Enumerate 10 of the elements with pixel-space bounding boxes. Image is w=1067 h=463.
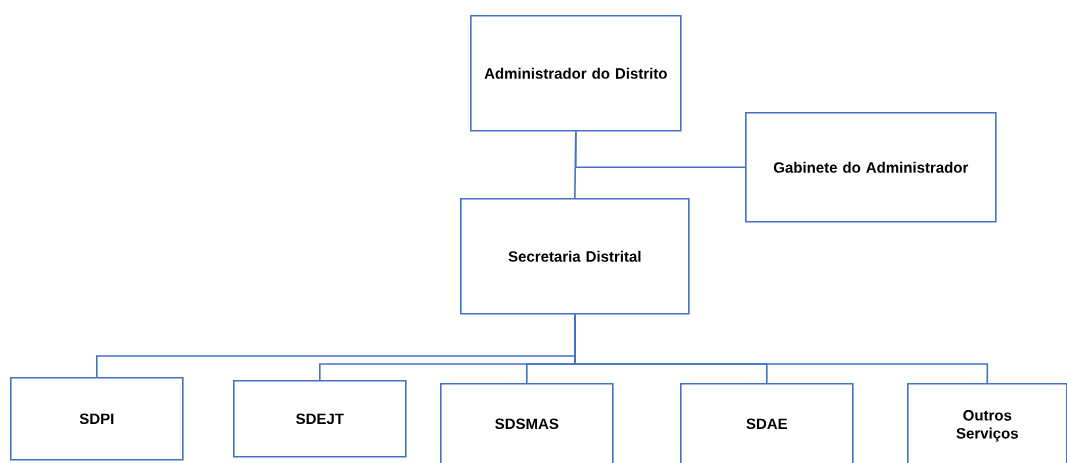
org-box: SDSMAS (440, 383, 614, 463)
org-box: Outros Serviços (907, 383, 1067, 463)
connector-line (574, 313, 989, 384)
org-box: SDPI (10, 377, 184, 461)
connector-line (574, 130, 577, 199)
org-box: Administrador do Distrito (470, 15, 682, 132)
org-box: SDAE (680, 383, 854, 463)
org-box: Secretaria Distrital (460, 198, 690, 315)
org-box: SDEJT (233, 380, 407, 458)
org-box: Gabinete do Administrador (745, 112, 997, 223)
